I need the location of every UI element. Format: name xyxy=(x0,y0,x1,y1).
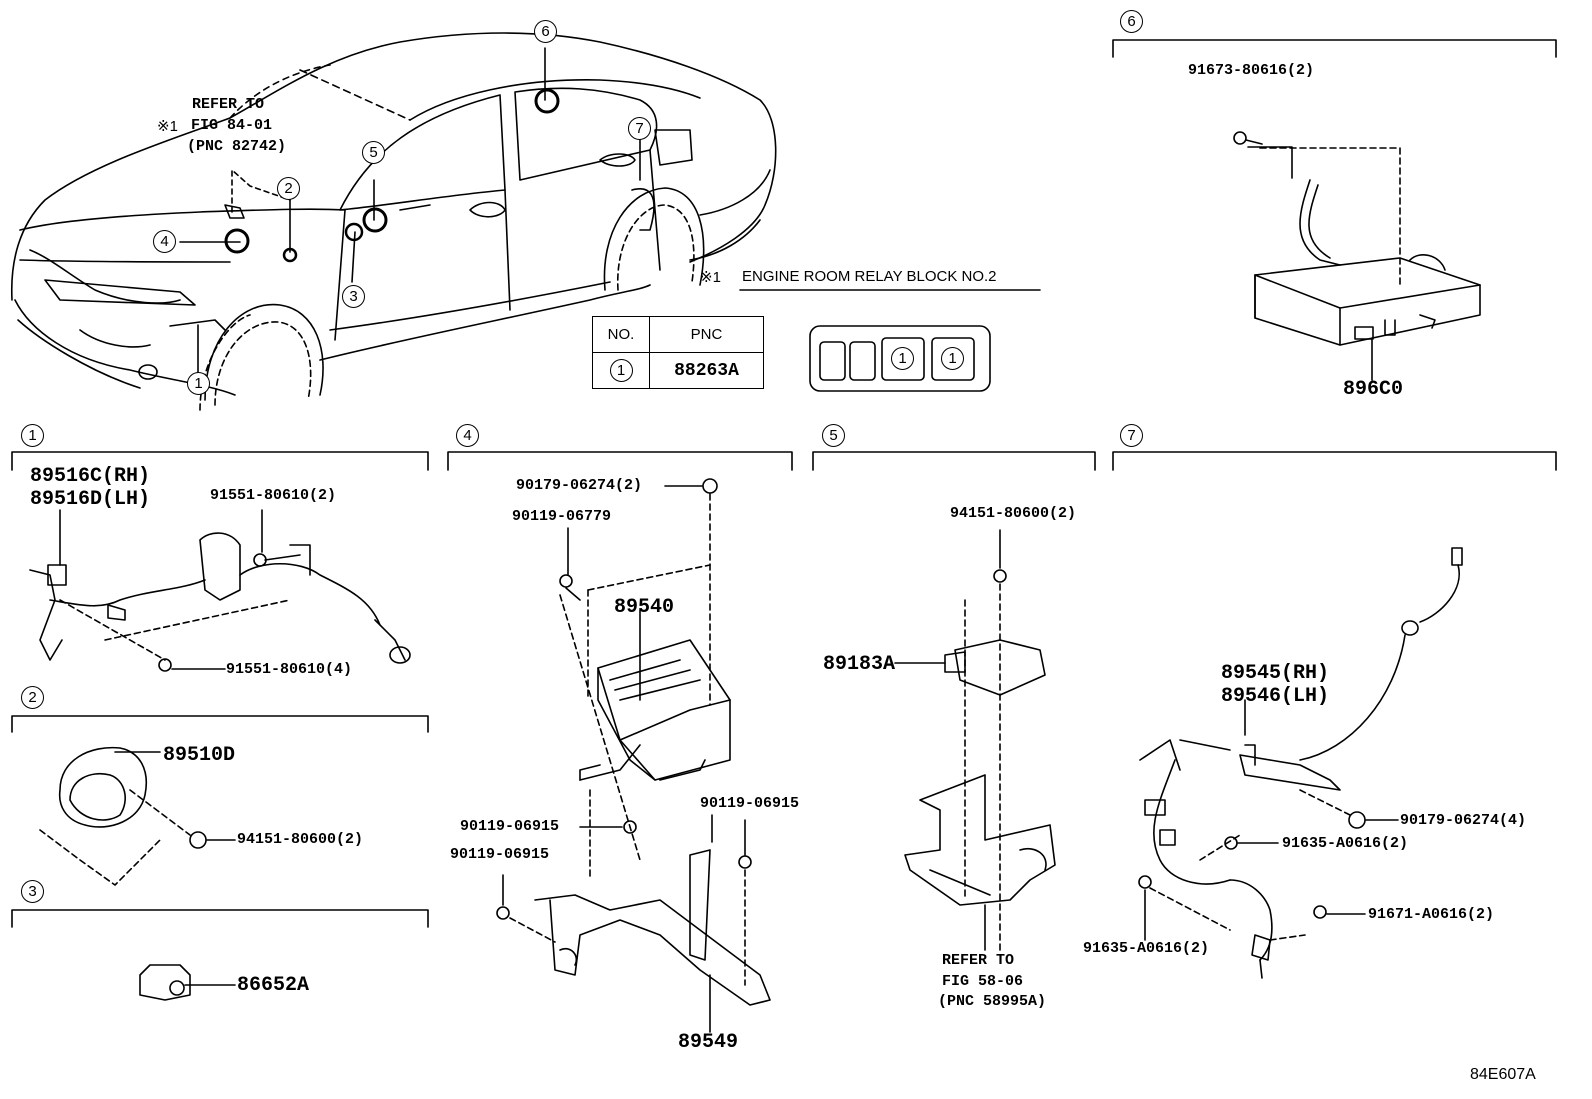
part-90119-06915-left[interactable]: 90119-06915 xyxy=(450,846,550,863)
part-91635-a0616-upper[interactable]: 91635-A0616(2) xyxy=(1282,835,1409,852)
callout-3-car[interactable]: 3 xyxy=(342,285,365,308)
relay-fuse-3-callout[interactable]: 1 xyxy=(891,347,914,370)
refer-to-s5: REFER TO xyxy=(942,952,1015,969)
part-90179-06274-s7[interactable]: 90179-06274(4) xyxy=(1400,812,1527,829)
part-89516d-lh[interactable]: 89516D(LH) xyxy=(30,488,151,511)
callout-7-car[interactable]: 7 xyxy=(628,117,651,140)
part-89545-rh[interactable]: 89545(RH) xyxy=(1221,662,1330,685)
section-3-number: 3 xyxy=(21,880,44,903)
part-89546-lh[interactable]: 89546(LH) xyxy=(1221,685,1330,708)
section-1-number: 1 xyxy=(21,424,44,447)
section-7-number: 7 xyxy=(1120,424,1143,447)
pnc-table-header-no: NO. xyxy=(592,316,650,353)
section-4-number: 4 xyxy=(456,424,479,447)
part-91551-80610-2[interactable]: 91551-80610(2) xyxy=(210,487,337,504)
ecu-89540-drawing xyxy=(496,478,771,1033)
relay-block-outline xyxy=(809,325,991,392)
section-2-number: 2 xyxy=(21,686,44,709)
section-6-number: 6 xyxy=(1120,10,1143,33)
pnc-row-callout: 1 xyxy=(609,359,633,382)
section-5-number: 5 xyxy=(822,424,845,447)
car-illustration xyxy=(10,32,1041,411)
part-90119-06779[interactable]: 90119-06779 xyxy=(512,508,612,525)
callout-5-car[interactable]: 5 xyxy=(362,141,385,164)
section-brackets xyxy=(11,39,1557,928)
callout-1-car[interactable]: 1 xyxy=(187,372,210,395)
refer-pnc: (PNC 82742) xyxy=(187,138,287,155)
figure-code: 84E607A xyxy=(1470,1066,1536,1083)
pnc-table-header-pnc: PNC xyxy=(649,316,764,353)
part-89516c-rh[interactable]: 89516C(RH) xyxy=(30,465,151,488)
part-89540[interactable]: 89540 xyxy=(614,596,675,619)
sensor-89183a-drawing xyxy=(894,529,1056,951)
part-86652a[interactable]: 86652A xyxy=(237,974,310,997)
note-text: ENGINE ROOM RELAY BLOCK NO.2 xyxy=(742,268,997,285)
part-91635-a0616-lower[interactable]: 91635-A0616(2) xyxy=(1083,940,1210,957)
sensor-89545-drawing xyxy=(1138,547,1463,979)
part-91671-a0616[interactable]: 91671-A0616(2) xyxy=(1368,906,1495,923)
refer-fig-58-06[interactable]: FIG 58-06 xyxy=(942,973,1024,990)
pnc-table-row-pnc[interactable]: 88263A xyxy=(649,352,764,389)
note-marker: ※1 xyxy=(700,269,721,286)
part-91551-80610-4[interactable]: 91551-80610(4) xyxy=(226,661,353,678)
refer-fig-link[interactable]: FIG 84-01 xyxy=(191,117,273,134)
part-89183a[interactable]: 89183A xyxy=(823,653,896,676)
callout-6-car[interactable]: 6 xyxy=(534,20,557,43)
part-89549[interactable]: 89549 xyxy=(678,1031,739,1054)
callout-2-car[interactable]: 2 xyxy=(277,177,300,200)
relay-fuse-4-callout[interactable]: 1 xyxy=(941,347,964,370)
part-89510d[interactable]: 89510D xyxy=(163,744,236,767)
pnc-table: NO. PNC 1 88263A xyxy=(592,316,764,389)
callout-4-car[interactable]: 4 xyxy=(153,230,176,253)
part-90119-06915-right[interactable]: 90119-06915 xyxy=(700,795,800,812)
part-94151-80600-s2[interactable]: 94151-80600(2) xyxy=(237,831,364,848)
harness-89516-drawing xyxy=(29,509,411,672)
part-90119-06915-mid[interactable]: 90119-06915 xyxy=(460,818,560,835)
part-91673-80616[interactable]: 91673-80616(2) xyxy=(1188,62,1315,79)
module-896c0-drawing xyxy=(1233,131,1481,381)
part-896c0[interactable]: 896C0 xyxy=(1343,378,1404,401)
sensor-89510d-drawing xyxy=(39,746,236,886)
note-marker-top: ※1 xyxy=(157,118,178,135)
part-90179-06274-s4[interactable]: 90179-06274(2) xyxy=(516,477,643,494)
part-94151-80600-s5[interactable]: 94151-80600(2) xyxy=(950,505,1077,522)
pnc-table-row-no: 1 xyxy=(592,352,650,389)
refer-pnc-58995a: (PNC 58995A) xyxy=(938,993,1047,1010)
part-86652a-drawing xyxy=(139,964,236,1001)
refer-to-label: REFER TO xyxy=(192,96,265,113)
